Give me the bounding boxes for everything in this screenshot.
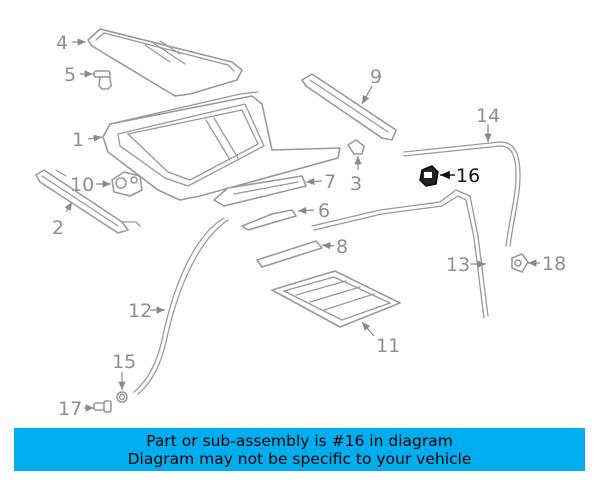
- banner-line-1: Part or sub-assembly is #16 in diagram: [146, 431, 453, 450]
- small-bolt-part[interactable]: [93, 400, 112, 413]
- callout-9: 9: [370, 66, 382, 88]
- callout-15: 15: [112, 351, 136, 373]
- callout-16: 16: [456, 165, 480, 187]
- callout-6: 6: [318, 200, 330, 222]
- sunroof-frame-part[interactable]: [102, 91, 341, 201]
- callout-12: 12: [128, 300, 152, 322]
- banner-line-2: Diagram may not be specific to your vehi…: [127, 449, 472, 468]
- side-rail-part[interactable]: [35, 169, 141, 234]
- callout-17: 17: [58, 398, 82, 420]
- info-banner: Part or sub-assembly is #16 in diagram D…: [14, 428, 585, 471]
- callout-14: 14: [476, 105, 500, 127]
- callout-11: 11: [376, 335, 400, 357]
- callout-18: 18: [542, 253, 566, 275]
- sunshade-part[interactable]: [271, 270, 401, 328]
- callout-3: 3: [350, 173, 362, 195]
- grommet-part[interactable]: [116, 391, 128, 403]
- motor-part[interactable]: [111, 171, 143, 197]
- callout-7: 7: [324, 171, 336, 193]
- weatherstrip-part[interactable]: [256, 240, 323, 268]
- callout-13: 13: [446, 254, 470, 276]
- sunroof-parts-diagram: 4 5 1 2 10 7 3 6 8 9 11 12 13 14 15 17 1…: [35, 28, 566, 420]
- bracket-part[interactable]: [241, 209, 297, 231]
- front-trim-part[interactable]: [301, 73, 397, 141]
- deflector-rail-part[interactable]: [213, 175, 307, 207]
- clip-part[interactable]: [347, 139, 365, 155]
- drain-hose-part[interactable]: [311, 189, 489, 319]
- callout-2: 2: [52, 217, 64, 239]
- highlighted-clip-part[interactable]: [419, 165, 439, 187]
- callout-5: 5: [64, 64, 76, 86]
- callout-1: 1: [72, 129, 84, 151]
- callout-8: 8: [336, 236, 348, 258]
- bolt-part[interactable]: [93, 70, 112, 90]
- callout-10: 10: [70, 174, 94, 196]
- right-drain-hose-part[interactable]: [403, 141, 521, 247]
- connector-part[interactable]: [511, 253, 529, 273]
- glass-panel-part[interactable]: [87, 28, 243, 97]
- left-drain-hose-part[interactable]: [133, 217, 229, 395]
- callout-4: 4: [56, 32, 68, 54]
